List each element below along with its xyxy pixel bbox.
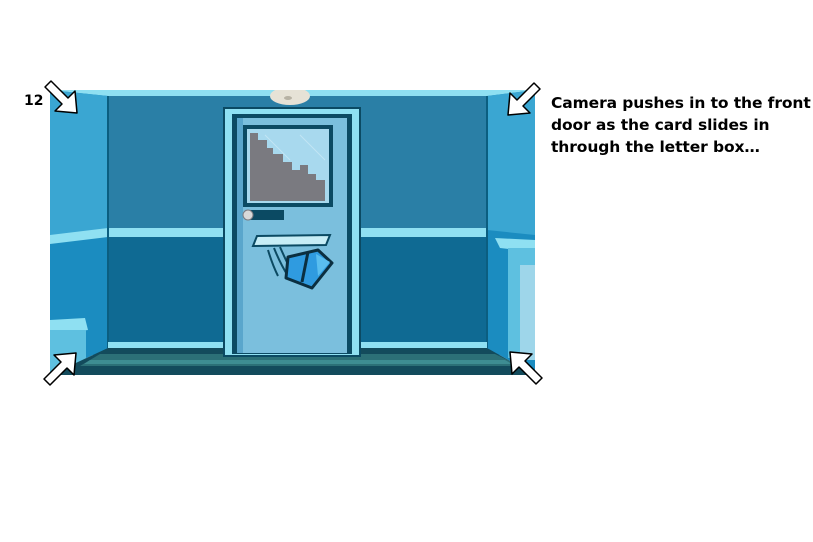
letter-box [251,233,332,248]
panel-number: 12 [24,93,44,109]
door-knob-icon [242,209,254,221]
storyboard-frame [50,90,535,375]
left-chair-rail [50,228,108,244]
greeting-card-icon [267,246,334,290]
city-skyline-icon [250,133,325,201]
left-side-wall-upper [50,90,108,238]
panel-description: Camera pushes in to the front door as th… [551,94,811,156]
hallway-illustration [50,90,535,375]
lock-plate [250,210,284,220]
right-side-wall-upper [487,90,535,235]
